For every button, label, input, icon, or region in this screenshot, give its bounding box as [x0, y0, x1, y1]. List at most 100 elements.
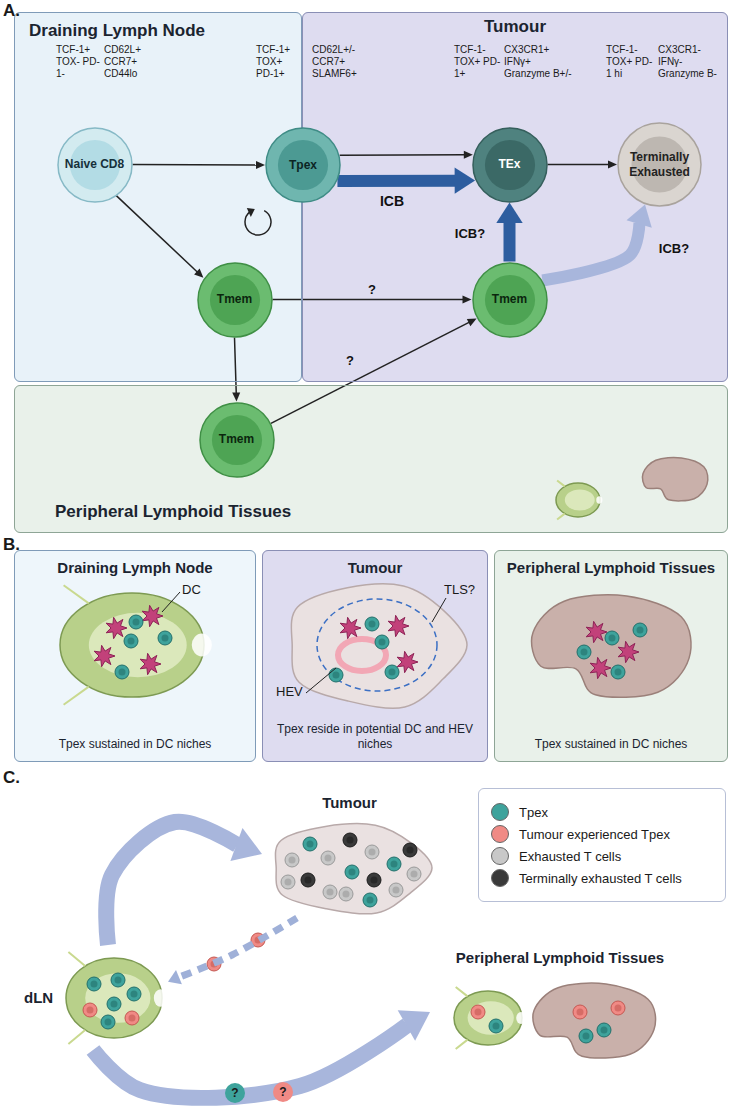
t-cell-nucleus: [131, 991, 138, 998]
connector-line: [116, 196, 197, 273]
cell-circle: TEx: [472, 127, 548, 203]
lymph-node-hilum: [192, 634, 212, 657]
t-cell: [385, 665, 399, 679]
cell-circle: Tmem: [197, 262, 273, 338]
t-cell-nucleus: [327, 889, 334, 896]
legend-text: Tumour experienced Tpex: [519, 827, 670, 842]
marker-list: TCF-1+ TOX- PD-1-: [56, 44, 102, 81]
cell-label: Tmem: [219, 432, 254, 446]
legend-row: Terminally exhausted T cells: [491, 869, 713, 887]
cell-nucleus: [211, 414, 261, 464]
cell-nucleus: [278, 140, 328, 190]
legend-swatch: [491, 825, 509, 843]
t-cell: [321, 851, 335, 865]
connector-arrow: [542, 204, 651, 280]
connector-line: [106, 822, 237, 945]
marker-list: CX3CR1- IFNγ- Granzyme B-: [658, 44, 724, 81]
node-title: Tumour: [322, 794, 377, 812]
t-cell: [365, 845, 379, 859]
lymph-node: [60, 593, 204, 697]
arrowhead: [168, 970, 182, 984]
t-cell: [83, 1003, 97, 1017]
t-cell: [158, 631, 172, 645]
t-cell: [339, 887, 353, 901]
t-cell: [111, 973, 125, 987]
t-cell: [365, 617, 379, 631]
tumour-mass: [291, 584, 467, 708]
cell-label: Terminally Exhausted: [627, 150, 693, 179]
arrowhead: [464, 151, 473, 159]
panel-letter: C.: [3, 768, 20, 789]
cell-membrane: [266, 128, 340, 202]
legend-text: Exhausted T cells: [519, 849, 621, 864]
marker-list: CD62L+/- CCR7+ SLAMF6+: [312, 44, 370, 81]
t-cell-nucleus: [369, 621, 376, 628]
t-cell: [577, 645, 591, 659]
t-cell-nucleus: [285, 879, 292, 886]
panel-box: Draining Lymph NodeTpex sustained in DC …: [14, 550, 256, 762]
legend-row: Tpex: [491, 803, 713, 821]
t-cell-nucleus: [379, 639, 386, 646]
lymph-vessel: [64, 687, 89, 705]
lymph-vessel: [68, 952, 85, 966]
spleen: [642, 458, 707, 501]
lymph-vessel: [557, 480, 565, 486]
cell-question-mark: ?: [225, 1083, 245, 1103]
connector-line: [340, 154, 465, 156]
edge-label: ?: [368, 282, 376, 297]
t-cell-nucleus: [493, 1023, 500, 1030]
t-cell: [101, 1015, 115, 1029]
legend-swatch: [491, 847, 509, 865]
tissue-illustration: Tumour: [262, 790, 437, 918]
legend-text: Terminally exhausted T cells: [519, 871, 682, 886]
cell-membrane: [473, 263, 547, 337]
marker-list: CD62L+ CCR7+ CD44lo: [104, 44, 162, 81]
cell-membrane: [473, 128, 547, 202]
t-cell: [597, 1023, 611, 1037]
cell-question-mark: ?: [273, 1082, 293, 1102]
cell-label: Tmem: [492, 292, 527, 306]
legend-swatch: [491, 869, 509, 887]
t-cell: [363, 893, 377, 907]
t-cell: [345, 865, 359, 879]
t-cell: [403, 843, 417, 857]
cell-nucleus: [209, 274, 259, 324]
cell-membrane: [198, 263, 272, 337]
t-cell-nucleus: [91, 981, 98, 988]
node-title: Peripheral Lymphoid Tissues: [507, 559, 715, 577]
t-cell-nucleus: [371, 877, 378, 884]
t-cell: [124, 634, 138, 648]
marker-list: TCF-1+ TOX+ PD-1+: [256, 44, 300, 81]
lymph-vessel: [68, 1030, 85, 1044]
t-cell: [285, 853, 299, 867]
t-cell: [323, 885, 337, 899]
marker-list: TCF-1- TOX+ PD-1+: [454, 44, 502, 81]
marker-list: CX3CR1+ IFNγ+ Granzyme B+/-: [504, 44, 574, 81]
t-cell: [301, 873, 315, 887]
edge-label: ICB?: [455, 226, 485, 241]
node-title: Draining Lymph Node: [57, 559, 212, 577]
region-panel: TmemPeripheral Lymphoid Tissues: [14, 385, 728, 533]
connector-arrow: [340, 151, 473, 159]
caption-text: Tpex sustained in DC niches: [535, 737, 688, 751]
connector-line: [271, 322, 470, 423]
t-cell: [407, 867, 421, 881]
t-cell-nucleus: [389, 669, 396, 676]
dendritic-cell: [142, 605, 163, 626]
cell-membrane: [618, 123, 701, 206]
t-cell-nucleus: [305, 877, 312, 884]
cell-circle: Tmem: [472, 262, 548, 338]
cell-nucleus: [484, 139, 534, 189]
t-cell-nucleus: [615, 1005, 622, 1012]
cell-circle: Tpex: [265, 127, 341, 203]
dendritic-cell: [388, 615, 409, 636]
region-background: [14, 12, 302, 382]
t-cell-nucleus: [115, 977, 122, 984]
t-cell-nucleus: [162, 635, 169, 642]
t-cell: [611, 1001, 625, 1015]
t-cell-nucleus: [367, 897, 374, 904]
lymph-node-medulla: [468, 1001, 514, 1034]
connector-arrow: [116, 196, 203, 278]
t-cell: [127, 987, 141, 1001]
t-cell-nucleus: [307, 841, 314, 848]
